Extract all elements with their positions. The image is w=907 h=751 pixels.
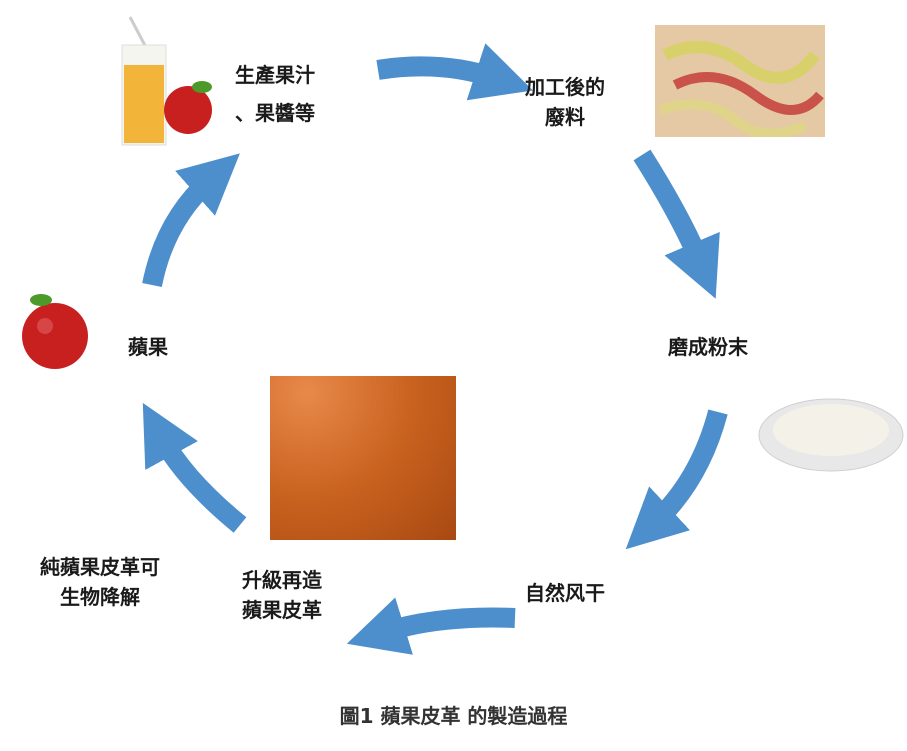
label-juice-line2: 、果醬等 <box>235 101 315 125</box>
apple-leather-texture-image <box>270 376 456 540</box>
powder-dish-image <box>758 398 904 472</box>
label-juice-line1: 生產果汁 <box>235 63 315 87</box>
figure-caption: 圖1 蘋果皮革 的製造過程 <box>339 704 568 728</box>
juice-and-apple-image <box>121 16 212 146</box>
arrow-apple-to-juice <box>142 153 240 288</box>
label-waste: 加工後的 廢料 <box>525 72 605 132</box>
label-waste-line1: 加工後的 <box>525 75 605 99</box>
arrow-powder-to-dry <box>625 409 728 550</box>
label-leather-line2: 蘋果皮革 <box>242 598 322 622</box>
apple-image <box>22 294 88 369</box>
label-dry: 自然风干 <box>525 581 605 605</box>
apple-peel-waste-image <box>655 25 825 137</box>
label-biodegrade-line2: 生物降解 <box>60 585 140 609</box>
label-biodegrade-line1: 純蘋果皮革可 <box>40 555 160 579</box>
label-powder: 磨成粉末 <box>668 335 748 359</box>
label-waste-line2: 廢料 <box>545 105 585 129</box>
arrow-waste-to-powder <box>633 149 720 299</box>
label-biodegrade: 純蘋果皮革可 生物降解 <box>40 552 160 612</box>
label-leather: 升級再造 蘋果皮革 <box>242 565 322 625</box>
arrow-leather-to-apple <box>142 402 247 533</box>
label-leather-line1: 升級再造 <box>242 568 322 592</box>
label-juice: 生產果汁 、果醬等 <box>235 60 315 128</box>
arrow-juice-to-waste <box>376 43 534 101</box>
arrow-dry-to-leather <box>346 597 516 655</box>
label-apple: 蘋果 <box>128 335 168 359</box>
